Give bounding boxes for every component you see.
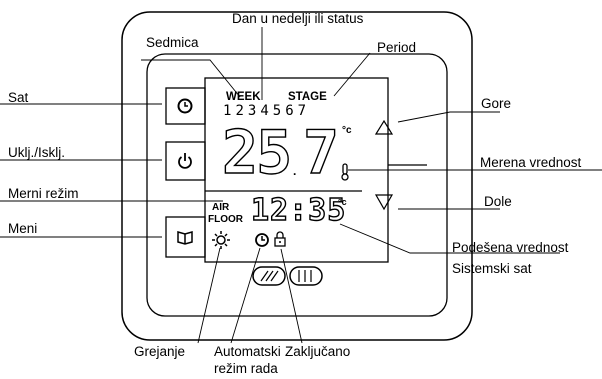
leader-lines bbox=[0, 27, 602, 344]
sun-icon bbox=[212, 231, 230, 249]
measured-unit: °c bbox=[342, 125, 352, 136]
label-clock: Sat bbox=[8, 90, 29, 105]
measured-decimal: 7 bbox=[302, 118, 340, 188]
outer-frame bbox=[121, 11, 473, 341]
label-day-status: Dan u nedelji ili status bbox=[232, 11, 364, 26]
down-button[interactable] bbox=[374, 194, 394, 211]
label-system-clock: Sistemski sat bbox=[452, 261, 532, 276]
power-button[interactable] bbox=[165, 141, 206, 181]
measured-temperature: 25 bbox=[221, 118, 293, 188]
label-locked: Zaključano bbox=[285, 344, 351, 359]
label-menu: Meni bbox=[8, 221, 38, 236]
day-5: 5 bbox=[272, 103, 286, 119]
day-3: 3 bbox=[247, 103, 261, 119]
label-auto-mode-2: režim rada bbox=[214, 361, 278, 376]
menu-button[interactable] bbox=[165, 216, 206, 258]
air-indicator: AIR bbox=[212, 202, 230, 213]
label-measure-mode: Merni režim bbox=[8, 186, 79, 201]
clock-button[interactable] bbox=[165, 87, 206, 125]
label-period: Period bbox=[377, 40, 417, 55]
thermometer-icon bbox=[341, 163, 349, 181]
stage-indicator: STAGE bbox=[288, 91, 327, 103]
inner-panel bbox=[146, 53, 448, 317]
week-indicator: WEEK bbox=[226, 91, 261, 103]
up-button[interactable] bbox=[356, 80, 427, 166]
day-numbers: 1234567 bbox=[223, 104, 310, 118]
label-up: Gore bbox=[481, 96, 512, 111]
book-icon bbox=[177, 231, 193, 245]
label-measured-value: Merena vrednost bbox=[480, 155, 582, 170]
power-icon bbox=[178, 153, 192, 169]
day-2: 2 bbox=[235, 103, 248, 119]
triangle-up-icon bbox=[374, 119, 394, 135]
triangle-down-icon bbox=[374, 194, 394, 211]
day-4: 4 bbox=[260, 103, 273, 119]
label-heating: Grejanje bbox=[134, 344, 186, 359]
label-set-value: Podešena vrednost bbox=[452, 240, 569, 255]
day-6: 6 bbox=[285, 103, 298, 119]
floor-indicator: FLOOR bbox=[208, 214, 243, 225]
lock-icon bbox=[274, 231, 286, 247]
bottom-logo-oval-right bbox=[289, 266, 323, 286]
auto-clock-icon bbox=[255, 233, 269, 247]
label-auto-mode-1: Automatski bbox=[214, 344, 281, 359]
decimal-point: . bbox=[293, 164, 297, 178]
label-down: Dole bbox=[484, 194, 512, 209]
set-time-display: 12:35 bbox=[250, 193, 347, 228]
label-power: Uklj./Isklj. bbox=[8, 145, 65, 160]
set-unit: °c bbox=[338, 197, 347, 207]
clock-icon bbox=[177, 98, 193, 114]
bottom-logo-oval-left bbox=[252, 266, 286, 286]
label-week: Sedmica bbox=[146, 35, 199, 50]
day-1: 1 bbox=[223, 103, 236, 119]
day-7: 7 bbox=[297, 103, 311, 119]
